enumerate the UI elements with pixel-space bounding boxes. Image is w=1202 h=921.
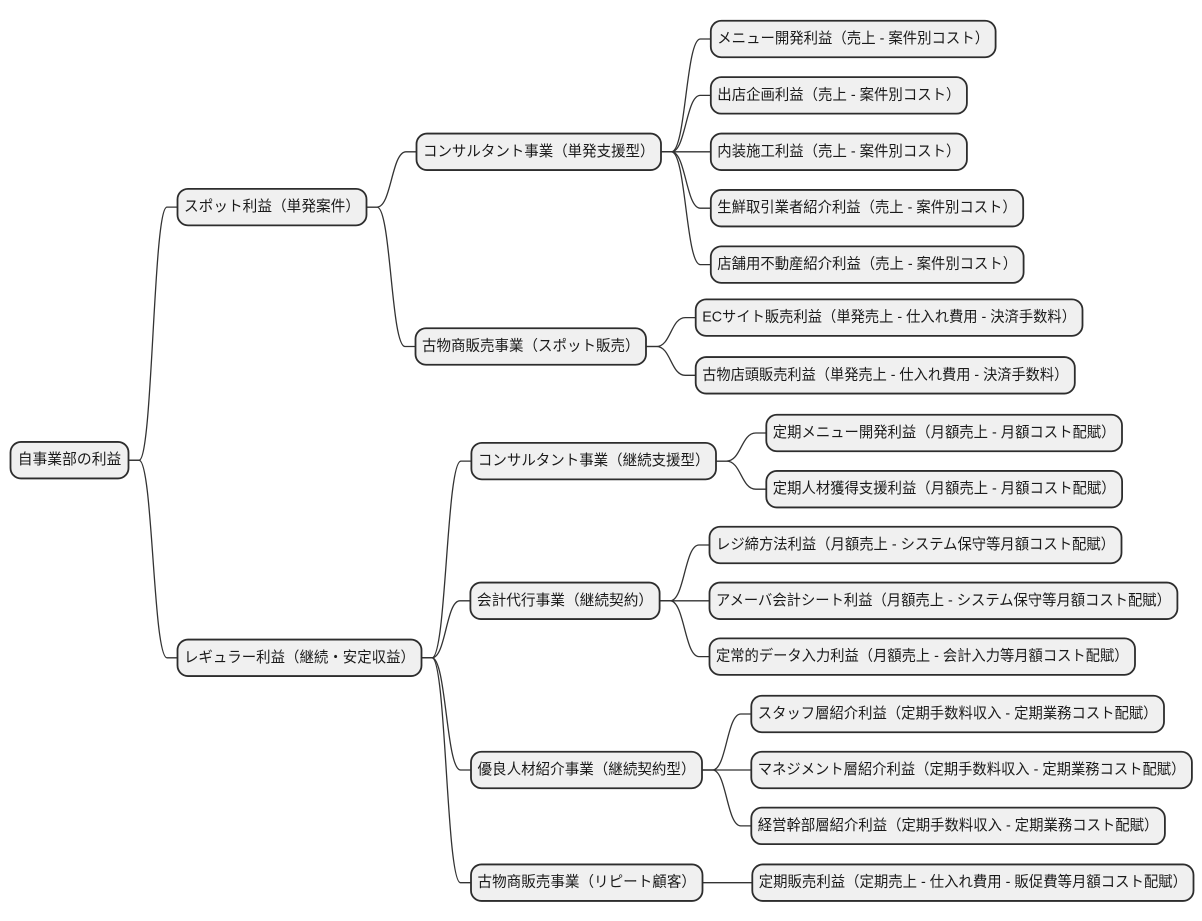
- node-box-n2b: [469, 581, 661, 620]
- node-label-n2b: 会計代行事業（継続契約）: [477, 592, 653, 609]
- node-n2c: 優良人材紹介事業（継続契約型）: [470, 750, 703, 790]
- link-n2c-l13: [702, 713, 752, 771]
- node-n2d: 古物商販売事業（リピート顧客）: [470, 863, 704, 902]
- node-label-l14: マネジメント層紹介利益（定期手数料収入 - 定期業務コスト配賦）: [758, 761, 1186, 778]
- node-l6: ECサイト販売利益（単発売上 - 仕入れ費用 - 決済手数料）: [694, 298, 1084, 337]
- node-label-l4: 生鮮取引業者紹介利益（売上 - 案件別コスト）: [717, 198, 1016, 216]
- node-label-l1: メニュー開発利益（売上 - 案件別コスト）: [717, 29, 989, 47]
- node-box-l16: [751, 863, 1195, 902]
- node-box-n1a: [415, 132, 662, 171]
- node-label-l10: レジ締方法利益（月額売上 - システム保守等月額コスト配賦）: [716, 535, 1115, 553]
- node-l12: 定常的データ入力利益（月額売上 - 会計入力等月額コスト配賦）: [708, 637, 1136, 676]
- link-n2b-l12: [659, 600, 710, 658]
- link-n2-n2c: [421, 657, 471, 771]
- link-n1a-l5: [661, 151, 711, 266]
- node-label-l7: 古物店頭販売利益（単発売上 - 仕入れ費用 - 決済手数料）: [702, 366, 1068, 383]
- node-label-l5: 店舗用不動産紹介利益（売上 - 案件別コスト）: [717, 255, 1017, 273]
- node-label-root: 自事業部の利益: [18, 451, 122, 468]
- node-label-l9: 定期人材獲得支援利益（月額売上 - 月額コスト配賦）: [773, 480, 1116, 497]
- node-l14: マネジメント層紹介利益（定期手数料収入 - 定期業務コスト配賦）: [750, 750, 1193, 790]
- link-n1a-l2: [661, 94, 711, 153]
- node-l9: 定期人材獲得支援利益（月額売上 - 月額コスト配賦）: [765, 470, 1123, 509]
- node-label-l8: 定期メニュー開発利益（月額売上 - 月額コスト配賦）: [773, 424, 1116, 441]
- node-box-n1b: [414, 327, 647, 366]
- node-label-n2a: コンサルタント事業（継続支援型）: [478, 452, 710, 469]
- link-n1a-l4: [661, 151, 711, 209]
- node-label-l13: スタッフ層紹介利益（定期手数料収入 - 定期業務コスト配賦）: [758, 705, 1158, 722]
- node-box-n2: [176, 638, 423, 677]
- node-box-n2c: [470, 750, 703, 790]
- node-box-l1: [709, 19, 997, 59]
- node-l16: 定期販売利益（定期売上 - 仕入れ費用 - 販促費等月額コスト配賦）: [751, 863, 1195, 902]
- node-box-l9: [765, 470, 1123, 509]
- link-n1-n1b: [366, 206, 416, 348]
- link-n2-n2a: [421, 460, 472, 659]
- node-n2b: 会計代行事業（継続契約）: [469, 581, 661, 620]
- link-n1-n1a: [366, 151, 417, 208]
- link-n2c-l15: [702, 769, 752, 827]
- node-l2: 出店企画利益（売上 - 案件別コスト）: [709, 76, 968, 115]
- node-l5: 店舗用不動産紹介利益（売上 - 案件別コスト）: [709, 245, 1025, 284]
- node-l8: 定期メニュー開発利益（月額売上 - 月額コスト配賦）: [765, 413, 1123, 453]
- node-label-l6: ECサイト販売利益（単発売上 - 仕入れ費用 - 決済手数料）: [702, 309, 1076, 326]
- node-box-l11: [708, 581, 1179, 620]
- link-root-n1: [128, 206, 178, 461]
- node-l4: 生鮮取引業者紹介利益（売上 - 案件別コスト）: [709, 189, 1025, 228]
- link-n2a-l9: [716, 460, 767, 490]
- node-box-l4: [709, 189, 1025, 228]
- node-label-n1: スポット利益（単発案件）: [184, 197, 360, 215]
- node-box-root: [9, 441, 130, 480]
- link-n2-n2b: [421, 600, 471, 659]
- node-n1a: コンサルタント事業（単発支援型）: [415, 132, 662, 171]
- nodes-layer: 自事業部の利益 スポット利益（単発案件） レギュラー利益（継続・安定収益） コンサルタ…: [9, 19, 1195, 902]
- node-l7: 古物店頭販売利益（単発売上 - 仕入れ費用 - 決済手数料）: [694, 356, 1076, 395]
- node-n2: レギュラー利益（継続・安定収益）: [176, 638, 423, 677]
- node-box-l6: [694, 298, 1084, 337]
- link-n1b-l7: [646, 345, 696, 376]
- node-root: 自事業部の利益: [9, 441, 130, 480]
- node-label-n2: レギュラー利益（継続・安定収益）: [184, 649, 415, 666]
- node-n1b: 古物商販売事業（スポット販売）: [414, 327, 647, 366]
- links-layer: [128, 38, 767, 884]
- node-l1: メニュー開発利益（売上 - 案件別コスト）: [709, 19, 997, 59]
- node-box-l12: [708, 637, 1136, 676]
- node-label-n2d: 古物商販売事業（リピート顧客）: [478, 874, 697, 891]
- link-n2a-l8: [716, 432, 767, 462]
- node-label-l16: 定期販売利益（定期売上 - 仕入れ費用 - 販促費等月額コスト配賦）: [759, 873, 1187, 891]
- node-box-l5: [709, 245, 1025, 284]
- node-box-n1: [176, 187, 368, 227]
- node-box-l13: [750, 694, 1165, 734]
- link-n2b-l10: [659, 544, 710, 602]
- node-box-n2d: [470, 863, 704, 902]
- link-n1b-l6: [646, 316, 696, 348]
- link-root-n2: [128, 459, 178, 659]
- node-box-n2a: [470, 441, 717, 481]
- link-n1a-l1: [661, 38, 711, 153]
- node-l13: スタッフ層紹介利益（定期手数料収入 - 定期業務コスト配賦）: [750, 694, 1165, 734]
- node-l15: 経営幹部層紹介利益（定期手数料収入 - 定期業務コスト配賦）: [750, 806, 1166, 846]
- node-label-l15: 経営幹部層紹介利益（定期手数料収入 - 定期業務コスト配賦）: [758, 816, 1159, 834]
- node-label-n2c: 優良人材紹介事業（継続契約型）: [478, 761, 696, 778]
- node-box-l2: [709, 76, 968, 115]
- node-box-l8: [765, 413, 1123, 453]
- node-label-l11: アメーバ会計シート利益（月額売上 - システム保守等月額コスト配賦）: [716, 591, 1171, 609]
- node-l11: アメーバ会計シート利益（月額売上 - システム保守等月額コスト配賦）: [708, 581, 1179, 620]
- node-label-l2: 出店企画利益（売上 - 案件別コスト）: [717, 85, 960, 103]
- node-l3: 内装施工利益（売上 - 案件別コスト）: [709, 132, 968, 171]
- node-box-l10: [708, 525, 1123, 565]
- node-n2a: コンサルタント事業（継続支援型）: [470, 441, 717, 481]
- node-box-l14: [750, 750, 1193, 790]
- node-label-n1b: 古物商販売事業（スポット販売）: [422, 338, 640, 355]
- node-label-n1a: コンサルタント事業（単発支援型）: [423, 143, 655, 160]
- node-n1: スポット利益（単発案件）: [176, 187, 368, 227]
- node-l10: レジ締方法利益（月額売上 - システム保守等月額コスト配賦）: [708, 525, 1123, 565]
- node-label-l3: 内装施工利益（売上 - 案件別コスト）: [717, 142, 960, 160]
- node-box-l3: [709, 132, 968, 171]
- node-box-l15: [750, 806, 1166, 846]
- node-box-l7: [694, 356, 1076, 395]
- node-label-l12: 定常的データ入力利益（月額売上 - 会計入力等月額コスト配賦）: [716, 647, 1129, 665]
- link-n2-n2d: [421, 657, 471, 884]
